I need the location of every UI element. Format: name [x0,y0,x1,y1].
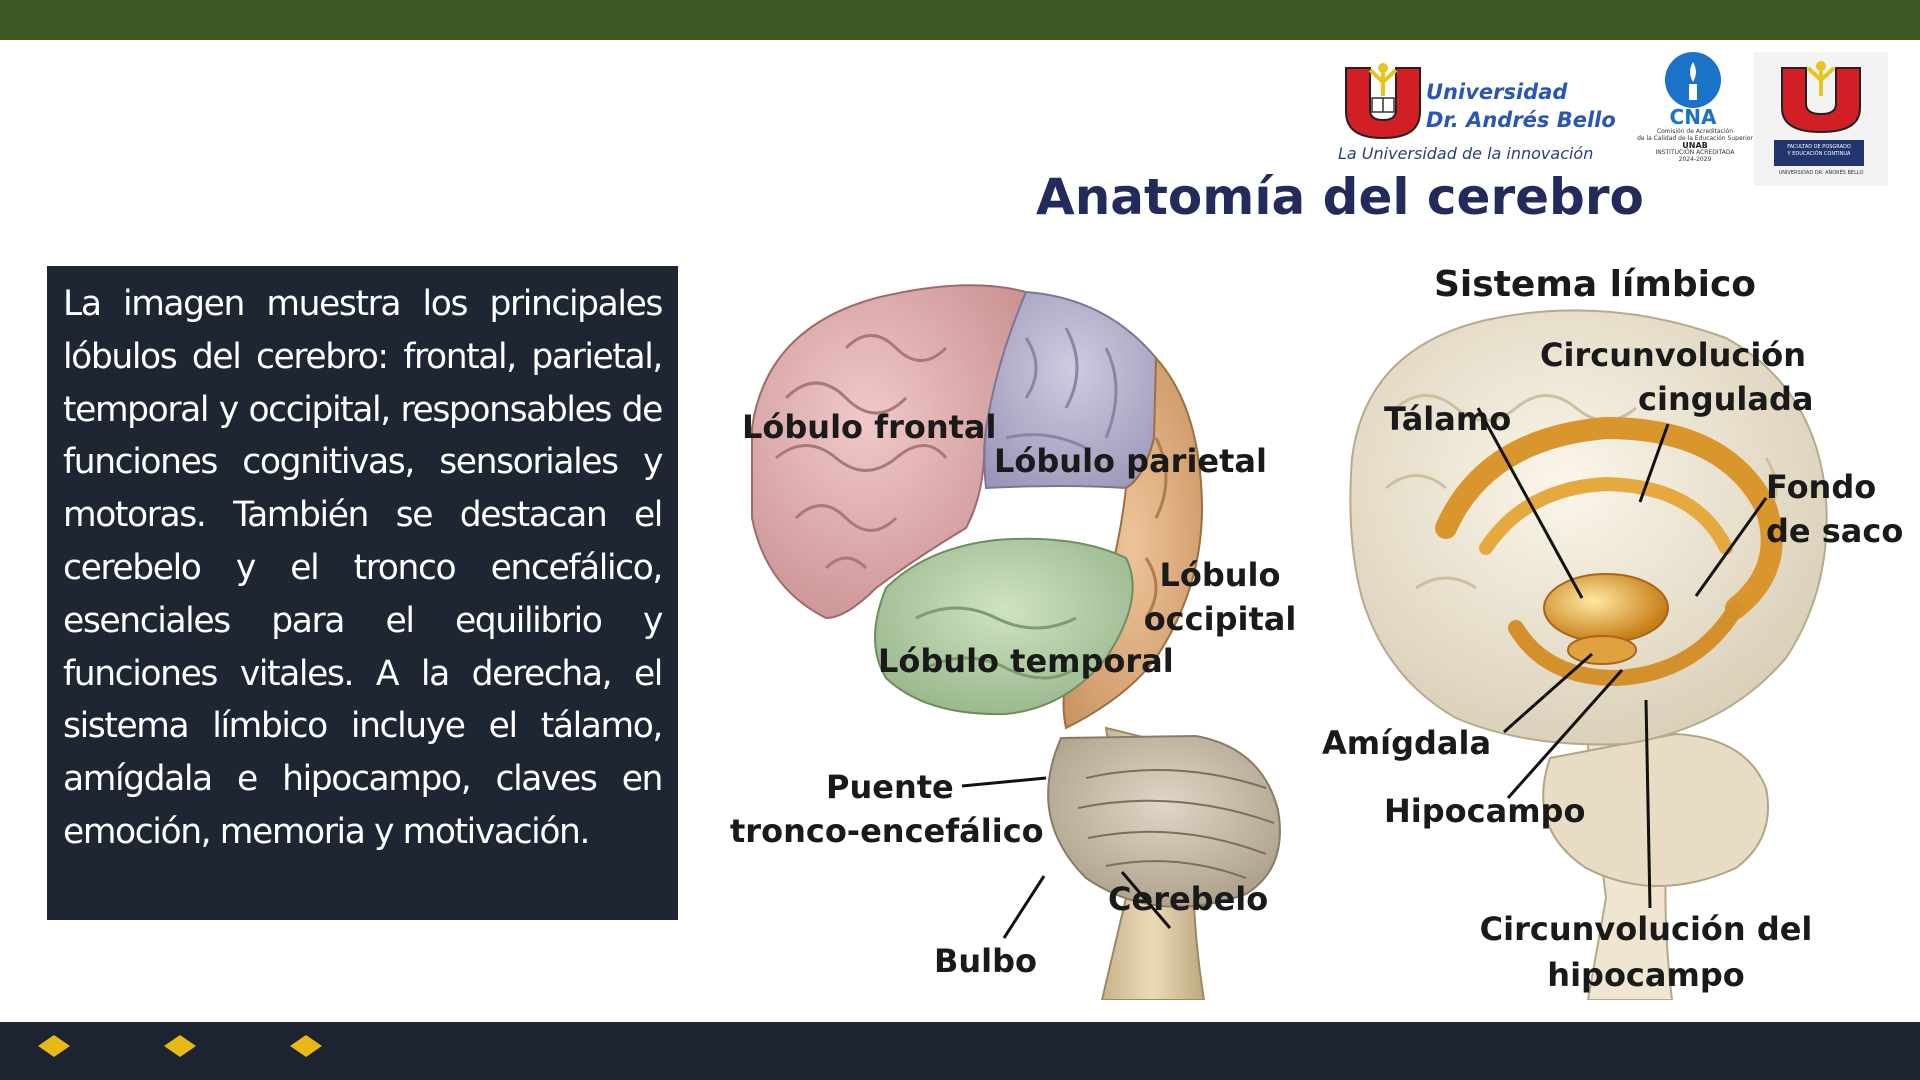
faculty-emblem-icon [1781,61,1861,134]
faculty-line2: Y EDUCACIÓN CONTINUA [1787,151,1851,157]
faculty-subtitle: UNIVERSIDAD DR. ANDRÉS BELLO [1778,170,1864,176]
university-tagline: La Universidad de la innovación [1338,144,1594,163]
label-fondo-de-saco-1: Fondo [1766,468,1877,506]
bottom-navy-bar [0,1022,1920,1080]
faculty-logo: FACULTAD DE POSGRADO Y EDUCACIÓN CONTINU… [1754,52,1888,186]
cna-line1: Comisión de Acreditación [1656,128,1734,135]
label-lobulo-occipital-2: occipital [1143,600,1297,638]
label-lobulo-temporal: Lóbulo temporal [878,642,1174,680]
label-puente-1: Puente [826,768,954,806]
cna-emblem-icon: CNA [1665,52,1721,129]
cna-line2: de la Calidad de la Educación Superior [1637,135,1753,142]
faculty-line1: FACULTAD DE POSGRADO [1787,144,1851,150]
brain-illustration [751,284,1828,1000]
label-cerebelo: Cerebelo [1108,880,1269,918]
brain-anatomy-figure: Lóbulo frontal Lóbulo parietal Lóbulo oc… [726,258,1904,1000]
university-emblem-icon [1345,63,1421,140]
label-circunvolucion-cingulada-1: Circunvolución [1540,336,1807,374]
label-bulbo: Bulbo [934,942,1038,980]
label-talamo: Tálamo [1384,400,1512,438]
cna-line4: INSTITUCIÓN ACREDITADA [1655,149,1735,156]
label-sistema-limbico: Sistema límbico [1434,264,1757,305]
cna-line5: 2024-2029 [1678,156,1712,163]
label-fondo-de-saco-2: de saco [1766,512,1904,550]
slide-title: Anatomía del cerebro [1036,168,1644,226]
label-lobulo-frontal: Lóbulo frontal [742,408,997,446]
university-name-line1: Universidad [1426,80,1568,104]
label-lobulo-parietal: Lóbulo parietal [994,442,1267,480]
label-puente-2: tronco-encefálico [730,812,1044,850]
lateral-brain [751,284,1281,1000]
label-circunvolucion-hipocampo-2: hipocampo [1547,956,1745,994]
limbic-brain [1349,309,1828,1000]
cna-line3: UNAB [1682,141,1708,150]
label-circunvolucion-cingulada-2: cingulada [1638,380,1814,418]
description-box: La imagen muestra los principales lóbulo… [47,266,678,920]
label-amigdala: Amígdala [1322,724,1492,762]
label-circunvolucion-hipocampo-1: Circunvolución del [1479,910,1813,948]
university-name-line2: Dr. Andrés Bello [1426,108,1616,132]
faculty-name-plate: FACULTAD DE POSGRADO Y EDUCACIÓN CONTINU… [1774,140,1864,166]
label-hipocampo: Hipocampo [1384,792,1586,830]
top-green-bar [0,0,1920,40]
header-logos: Universidad Dr. Andrés Bello La Universi… [1330,50,1890,190]
cna-mark: CNA [1670,105,1717,129]
description-text: La imagen muestra los principales lóbulo… [63,284,663,852]
label-lobulo-occipital-1: Lóbulo [1159,556,1281,594]
university-logo: Universidad Dr. Andrés Bello La Universi… [1330,50,1630,170]
cna-accreditation-logo: CNA Comisión de Acreditación de la Calid… [1635,50,1755,180]
cna-caption: Comisión de Acreditación de la Calidad d… [1635,128,1755,163]
